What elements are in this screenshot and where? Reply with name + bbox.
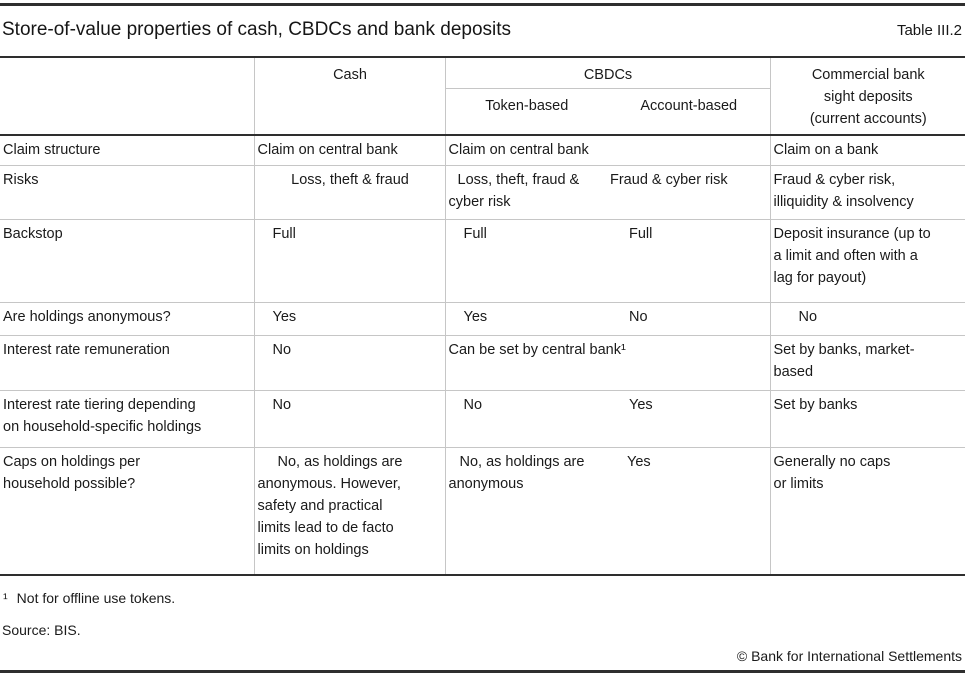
- account-cell: Fraud & cyber risk: [610, 171, 728, 188]
- footnote-text: Not for offline use tokens.: [16, 590, 176, 606]
- row-label-cell: Caps on holdings per household possible?: [3, 453, 141, 492]
- token-header-cell: Token-based: [444, 88, 607, 135]
- cash-header-cell: Cash: [253, 57, 445, 135]
- cash-cell: No, as holdings are anonymous. However, …: [253, 447, 445, 575]
- table-title: Store-of-value properties of cash, CBDCs…: [2, 19, 512, 40]
- commercial-header-cell: Commercial bank sight deposits (current …: [769, 57, 965, 135]
- token-cell: Yes: [444, 302, 607, 335]
- table-number: Table III.2: [896, 22, 962, 39]
- account-cell: No: [629, 308, 648, 325]
- table-row-claim-structure: Claim structure Claim on central bank Cl…: [0, 135, 965, 165]
- top-rule: [0, 3, 965, 6]
- account-header-cell: Account-based: [640, 97, 738, 114]
- commercial-cell: Claim on a bank: [769, 135, 965, 165]
- cbdc-span-cell: Can be set by central bank¹: [444, 335, 770, 390]
- row-label-cell: Claim structure: [3, 142, 101, 158]
- table-row-caps: Caps on holdings per household possible?…: [0, 447, 965, 575]
- table-row-risks: Risks Loss, theft & fraud Loss, theft, f…: [0, 165, 965, 219]
- title-bar: Store-of-value properties of cash, CBDCs…: [2, 16, 962, 44]
- token-cell: Full: [444, 219, 607, 302]
- cash-cell: No: [253, 390, 445, 447]
- commercial-cell: Set by banks: [769, 390, 965, 447]
- account-cell: Full: [629, 225, 653, 242]
- row-label-cell: Interest rate tiering depending on house…: [3, 396, 202, 435]
- commercial-cell: Generally no caps or limits: [769, 447, 965, 575]
- table-row-interest-remuneration: Interest rate remuneration No Can be set…: [0, 335, 965, 390]
- footnote: ¹ Not for offline use tokens.: [3, 588, 175, 608]
- cash-cell: Yes: [253, 302, 445, 335]
- commercial-cell: Deposit insurance (up to a limit and oft…: [769, 219, 965, 302]
- cash-cell: Loss, theft & fraud: [253, 165, 445, 219]
- token-cell: No: [444, 390, 607, 447]
- cbdcs-header-cell: CBDCs: [444, 57, 770, 89]
- footnote-marker: ¹: [3, 590, 8, 606]
- table-row-backstop: Backstop Full Full Full Deposit insuranc…: [0, 219, 965, 302]
- row-label-cell: Risks: [3, 171, 39, 188]
- commercial-cell: Fraud & cyber risk, illiquidity & insolv…: [769, 165, 965, 219]
- source-note: Source: BIS.: [2, 622, 81, 638]
- table-body: Claim structure Claim on central bank Cl…: [0, 135, 965, 575]
- table-row-anonymity: Are holdings anonymous? Yes Yes No No: [0, 302, 965, 335]
- copyright-note: © Bank for International Settlements: [736, 648, 962, 664]
- token-cell: No, as holdings are anonymous: [444, 447, 607, 575]
- properties-table: Cash CBDCs Commercial bank sight deposit…: [0, 56, 965, 576]
- cash-cell: Claim on central bank: [253, 135, 445, 165]
- row-label-cell: Interest rate remuneration: [3, 341, 170, 358]
- subheader-row: Token-based Account-based: [0, 88, 965, 135]
- table-header: Cash CBDCs Commercial bank sight deposit…: [0, 57, 965, 135]
- header-row: Cash CBDCs Commercial bank sight deposit…: [0, 57, 965, 135]
- account-cell: Yes: [629, 396, 653, 413]
- cbdc-span-cell: Claim on central bank: [444, 135, 770, 165]
- account-cell: Yes: [627, 453, 651, 470]
- cash-cell: No: [253, 335, 445, 390]
- token-cell: Loss, theft, fraud & cyber risk: [444, 165, 607, 219]
- cash-cell: Full: [253, 219, 445, 302]
- bottom-rule: [0, 670, 965, 673]
- commercial-cell: Set by banks, market- based: [769, 335, 965, 390]
- corner-cell: [0, 57, 254, 135]
- commercial-cell: No: [769, 302, 965, 335]
- row-label-cell: Backstop: [3, 225, 63, 242]
- table-row-interest-tiering: Interest rate tiering depending on house…: [0, 390, 965, 447]
- row-label-cell: Are holdings anonymous?: [3, 308, 171, 325]
